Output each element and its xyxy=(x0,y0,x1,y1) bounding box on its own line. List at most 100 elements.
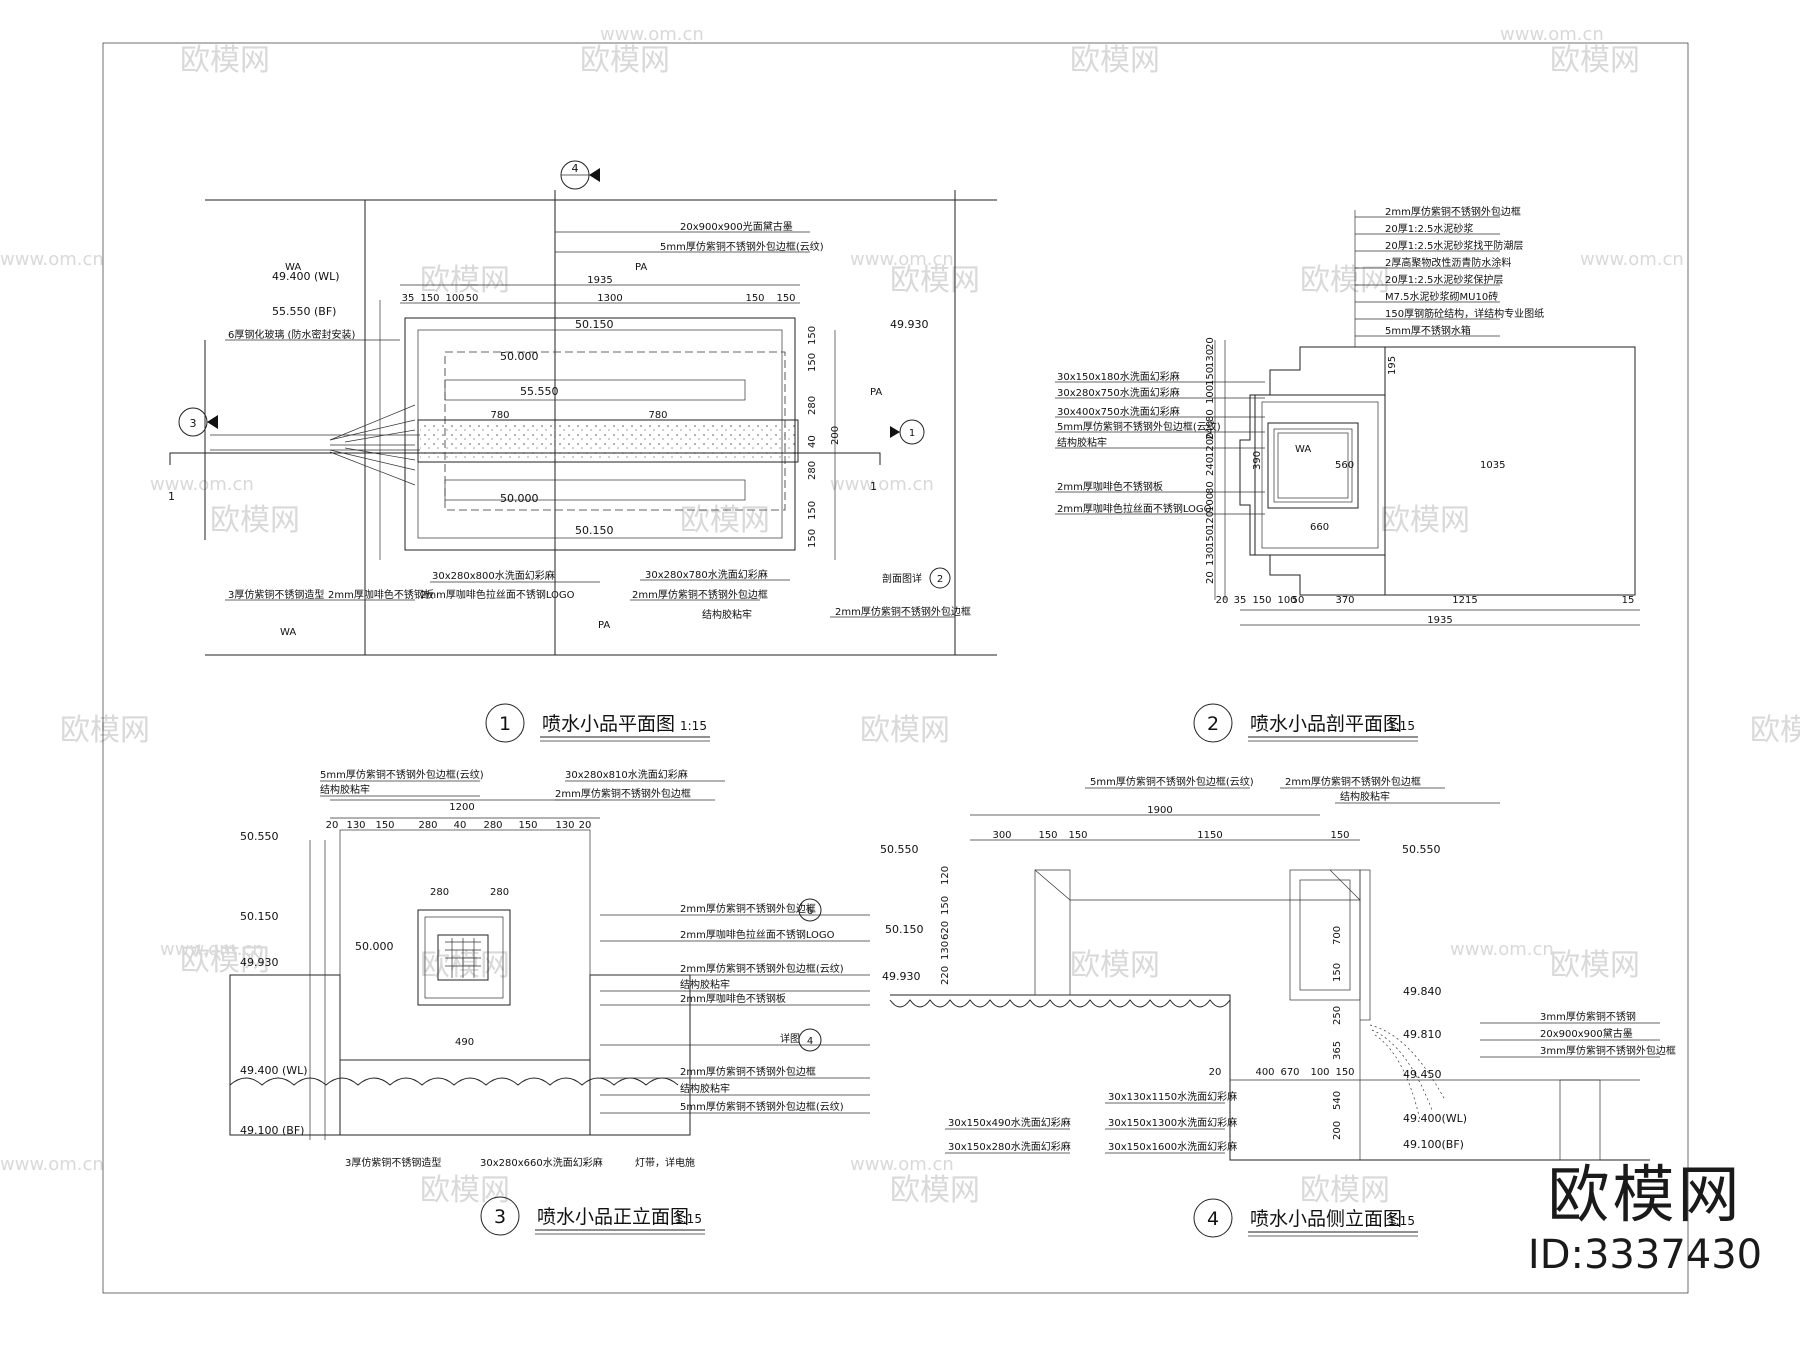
plan-note-6: 2mm厚仿紫铜不锈钢外包边框 xyxy=(632,588,768,601)
section-left-dim: 20 xyxy=(1205,571,1216,584)
side-left-dim: 150 xyxy=(940,896,951,915)
side-right-dim: 150 xyxy=(1332,963,1343,982)
plan-elev-50000-top: 50.000 xyxy=(500,350,539,363)
view-title: 喷水小品剖平面图 xyxy=(1250,713,1402,735)
watermark-logo: 欧模网 xyxy=(420,948,510,983)
plan-right-dim: 150 xyxy=(807,501,818,520)
section-note-left: 2mm厚咖啡色拉丝面不锈钢LOGO xyxy=(1057,502,1212,515)
view-number-circle xyxy=(485,703,525,743)
plan-section-marker-left: 3 xyxy=(190,417,197,430)
side-note-top: 2mm厚仿紫铜不锈钢外包边框 xyxy=(1285,775,1421,788)
front-note-top: 30x280x810水洗面幻彩麻 xyxy=(565,768,688,781)
section-bottom-dim: 370 xyxy=(1335,595,1354,606)
side-note-right: 3mm厚仿紫铜不锈钢外包边框 xyxy=(1540,1044,1676,1057)
view-scale: 1:15 xyxy=(680,719,707,733)
section-left-dim: 240 xyxy=(1205,421,1216,440)
section-left-dim: 100 xyxy=(1205,493,1216,512)
side-note-top: 结构胶粘牢 xyxy=(1340,790,1390,803)
side-right-dim: 700 xyxy=(1332,926,1343,945)
section-left-dim: 130 xyxy=(1205,349,1216,368)
plan-wa-label: WA xyxy=(285,262,301,273)
side-top-dim: 300 xyxy=(992,830,1011,841)
front-note-right: 详图 xyxy=(780,1032,800,1045)
front-elev-49400: 49.400 (WL) xyxy=(240,1064,308,1077)
front-top-dim: 280 xyxy=(418,820,437,831)
watermark-logo: 欧模网 xyxy=(210,503,300,538)
section-left-dim: 80 xyxy=(1205,481,1216,494)
side-note-bottom-left: 30x150x280水洗面幻彩麻 xyxy=(948,1140,1071,1153)
section-note-top: 20厚1:2.5水泥砂浆保护层 xyxy=(1385,273,1503,286)
view-title: 喷水小品平面图 xyxy=(542,713,675,735)
watermark-logo: 欧模网 xyxy=(1750,713,1800,748)
watermark-logo: 欧模网 xyxy=(1300,1173,1390,1208)
side-left-dim: 220 xyxy=(940,966,951,985)
section-bottom-dim: 15 xyxy=(1622,595,1635,606)
side-top-dim: 150 xyxy=(1068,830,1087,841)
section-note-left: 30x150x180水洗面幻彩麻 xyxy=(1057,370,1180,383)
watermark-logo: 欧模网 xyxy=(680,503,770,538)
section-note-top: 5mm厚不锈钢水箱 xyxy=(1385,324,1471,337)
section-bottom-dim: 1215 xyxy=(1452,595,1477,606)
section-note-top: 150厚钢筋砼结构，详结构专业图纸 xyxy=(1385,307,1544,320)
watermark-logo: 欧模网 xyxy=(1380,503,1470,538)
front-note-right: 结构胶粘牢 xyxy=(680,978,730,991)
watermark-logo: 欧模网 xyxy=(1070,43,1160,78)
front-note-bottom: 灯带，详电施 xyxy=(635,1156,695,1169)
section-bottom-dim: 100 xyxy=(1277,595,1296,606)
front-note-top: 2mm厚仿紫铜不锈钢外包边框 xyxy=(555,787,691,800)
side-bottom-dim: 100 xyxy=(1310,1067,1329,1078)
side-left-dim: 620 xyxy=(940,921,951,940)
plan-elev-55550: 55.550 xyxy=(520,385,559,398)
watermark-logo: 欧模网 xyxy=(860,713,950,748)
plan-elev-49930: 49.930 xyxy=(890,318,929,331)
section-left-dim: 240 xyxy=(1205,457,1216,476)
side-left-dim: 130 xyxy=(940,941,951,960)
front-top-dim: 150 xyxy=(375,820,394,831)
section-left-dim: 150 xyxy=(1205,529,1216,548)
view-number: 3 xyxy=(494,1206,506,1228)
section-note-left: 2mm厚咖啡色不锈钢板 xyxy=(1057,480,1163,493)
plan-dim-780-right: 780 xyxy=(648,410,667,421)
front-elev-49930: 49.930 xyxy=(240,956,279,969)
watermark-logo: 欧模网 xyxy=(60,713,150,748)
section-dim-195: 195 xyxy=(1387,356,1398,375)
plan-top-dim: 35 xyxy=(402,293,415,304)
plan-right-dim: 150 xyxy=(807,326,818,345)
front-ref-6: 6 xyxy=(807,906,813,917)
view-number: 1 xyxy=(499,713,511,735)
section-left-dim: 20 xyxy=(1205,337,1216,350)
plan-cut-label-left: 1 xyxy=(168,490,175,503)
section-dim-390: 390 xyxy=(1252,451,1263,470)
plan-right-dim: 150 xyxy=(807,353,818,372)
side-elev-49840: 49.840 xyxy=(1403,985,1442,998)
front-top-dim: 40 xyxy=(454,820,467,831)
view-number: 4 xyxy=(1207,1208,1219,1230)
side-elev-49930: 49.930 xyxy=(882,970,921,983)
front-dim-280b: 280 xyxy=(490,887,509,898)
sheet-border xyxy=(102,42,1689,1294)
plan-note-9: 3厚仿紫铜不锈钢造型 xyxy=(228,588,324,601)
side-elev-49810: 49.810 xyxy=(1403,1028,1442,1041)
watermark-logo: 欧模网 xyxy=(580,43,670,78)
view-title: 喷水小品正立面图 xyxy=(537,1206,689,1228)
watermark-layer: 欧模网欧模网欧模网欧模网欧模网欧模网欧模网欧模网欧模网欧模网欧模网欧模网欧模网欧… xyxy=(0,24,1800,1208)
section-dim-560: 560 xyxy=(1335,460,1354,471)
side-dim-1900: 1900 xyxy=(1147,805,1172,816)
section-dim-1935: 1935 xyxy=(1427,615,1452,626)
watermark-logo: 欧模网 xyxy=(420,263,510,298)
front-note-bottom: 3厚仿紫铜不锈钢造型 xyxy=(345,1156,441,1169)
section-note-left: 5mm厚仿紫铜不锈钢外包边框(云纹) xyxy=(1057,420,1221,433)
side-note-bottom-mid: 30x130x1150水洗面幻彩麻 xyxy=(1108,1090,1237,1103)
view-number-circle xyxy=(480,1196,520,1236)
plan-note-11: 2mm厚咖啡色拉丝面不锈钢LOGO xyxy=(420,588,575,601)
plan-note-1: 20x900x900光面黛古墨 xyxy=(680,220,793,233)
plan-right-dim: 280 xyxy=(807,396,818,415)
section-note-top: 20厚1:2.5水泥砂浆找平防潮层 xyxy=(1385,239,1523,252)
plan-dim-1935: 1935 xyxy=(587,275,612,286)
front-note-right: 2mm厚咖啡色不锈钢板 xyxy=(680,992,786,1005)
front-note-bottom: 30x280x660水洗面幻彩麻 xyxy=(480,1156,603,1169)
front-top-dim: 130 xyxy=(346,820,365,831)
side-bottom-dim: 400 xyxy=(1255,1067,1274,1078)
